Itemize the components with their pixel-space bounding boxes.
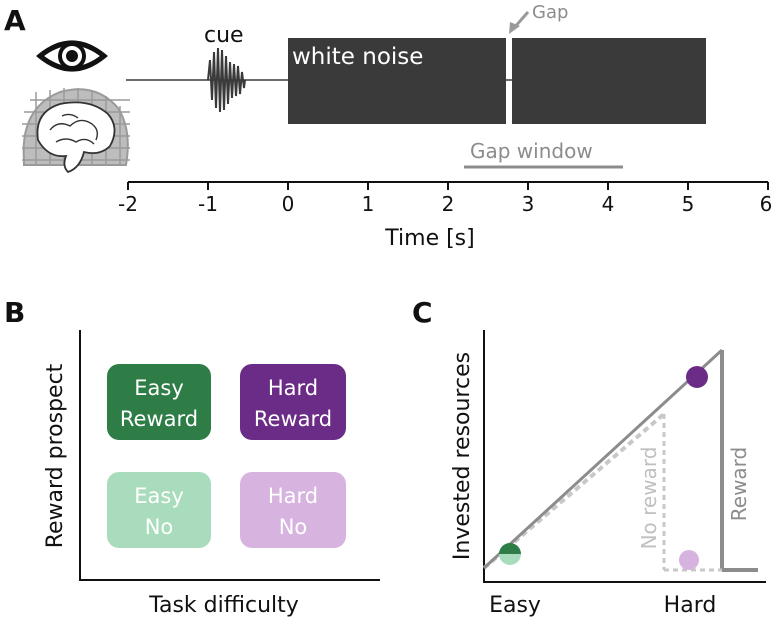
white-noise-label: white noise (292, 44, 423, 70)
no-reward-label: No reward (637, 447, 661, 550)
box-hard-no-line2: No (279, 515, 308, 539)
tick-label: 4 (602, 192, 615, 216)
box-hard-reward: Hard Reward (240, 364, 346, 440)
time-axis (127, 181, 769, 190)
white-noise-block-1 (288, 38, 506, 124)
cue-waveform (207, 47, 246, 113)
panel-a-letter: A (4, 4, 26, 37)
invested-resources-label: Invested resources (450, 352, 475, 560)
box-easy-no-line1: Easy (134, 484, 184, 508)
box-easy-no: Easy No (107, 472, 211, 548)
x-label-easy: Easy (489, 593, 541, 618)
tick-label: 3 (522, 192, 535, 216)
tick-label: 0 (282, 192, 295, 216)
panel-c-axes (483, 330, 766, 583)
panel-c-letter: C (412, 296, 433, 329)
tick-label: 2 (442, 192, 455, 216)
easy-marker (499, 543, 521, 565)
box-easy-no-line2: No (145, 515, 174, 539)
panel-b-axes (79, 330, 380, 581)
box-hard-reward-line2: Reward (254, 407, 332, 431)
box-easy-reward: Easy Reward (107, 364, 211, 440)
eye-icon (36, 40, 108, 72)
gap-window-label: Gap window (470, 139, 593, 163)
hard-no-reward-marker (679, 550, 699, 570)
reward-diagonal (482, 348, 724, 570)
reward-label: Reward (727, 447, 751, 521)
tick-label: 5 (682, 192, 695, 216)
reward-prospect-label: Reward prospect (43, 363, 68, 548)
box-hard-no: Hard No (240, 472, 346, 548)
tick-label: 1 (362, 192, 375, 216)
box-hard-no-line1: Hard (268, 484, 318, 508)
white-noise-block-2 (512, 38, 706, 124)
tick-label: -2 (118, 192, 138, 216)
box-easy-reward-line2: Reward (120, 407, 198, 431)
cue-label: cue (204, 23, 244, 48)
panel-b-letter: B (4, 296, 25, 329)
box-hard-reward-line1: Hard (268, 376, 318, 400)
tick-label: 6 (760, 192, 773, 216)
x-label-hard: Hard (664, 593, 717, 618)
hard-reward-marker (686, 366, 708, 388)
tick-label: -1 (198, 192, 218, 216)
box-easy-reward-line1: Easy (134, 376, 184, 400)
time-axis-label: Time [s] (384, 226, 474, 251)
gap-label: Gap (532, 2, 568, 23)
brain-eeg-icon (22, 88, 130, 174)
task-difficulty-label: Task difficulty (148, 593, 299, 618)
gap-arrow (509, 11, 530, 34)
